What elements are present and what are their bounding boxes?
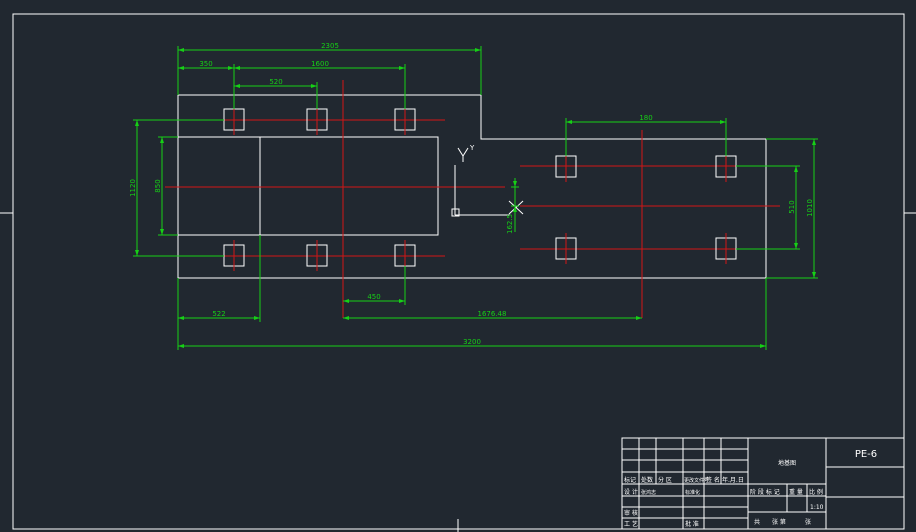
- dimension-lines: [133, 46, 818, 350]
- tb-stage-header: 阶 段 标 记: [750, 488, 780, 496]
- tb-approve-label: 批 准: [685, 520, 699, 528]
- tb-sheet-total: 共: [754, 518, 760, 526]
- dim-top-left-offset: 350: [199, 60, 212, 68]
- tb-standard: 标准化: [685, 489, 700, 496]
- dim-bottom-left: 522: [212, 310, 225, 318]
- drawing-number: PE-6: [855, 449, 877, 460]
- tb-design-label: 设 计: [624, 488, 638, 496]
- dim-bottom-mid: 450: [367, 293, 380, 301]
- dim-left-inner: 850: [154, 179, 162, 192]
- inner-recess[interactable]: [177, 136, 439, 236]
- ucs-icon: [451, 147, 524, 217]
- tb-header-0: 标记: [624, 476, 636, 484]
- tb-sheet-no: 张 第: [772, 518, 786, 526]
- tb-header-5: 年.月.日: [722, 476, 744, 484]
- dimension-arrows: [135, 48, 816, 348]
- tb-process-label: 工 艺: [624, 520, 638, 528]
- tb-header-4: 签 名: [706, 476, 720, 484]
- dim-top-inner: 520: [269, 78, 282, 86]
- dim-left-outer: 1120: [129, 179, 137, 197]
- dim-bottom-right: 1676.48: [478, 310, 507, 318]
- tb-weight-header: 重 量: [789, 488, 803, 496]
- tb-sheet-end: 张: [805, 518, 811, 526]
- dim-top-total: 2305: [321, 42, 339, 50]
- tb-header-1: 处数: [641, 476, 653, 484]
- tb-review-label: 审 核: [624, 509, 638, 517]
- tb-header-2: 分 区: [658, 476, 672, 484]
- center-lines: [165, 80, 780, 318]
- drawing-border: [12, 13, 905, 530]
- bolt-crosshairs: [233, 104, 727, 271]
- dim-top-span: 1600: [311, 60, 329, 68]
- title-block[interactable]: [621, 437, 905, 530]
- drawing-name: 地基图: [778, 459, 796, 467]
- tb-designer: 张鸿志: [641, 489, 656, 496]
- dim-right-top: 180: [639, 114, 652, 122]
- ucs-y-label: Y: [469, 144, 475, 152]
- drawing-scale: 1:10: [810, 504, 824, 511]
- tb-scale-header: 比 例: [809, 488, 823, 496]
- dimension-texts: 2305 350 1600 520 180 522 450 1676.48 32…: [129, 42, 814, 346]
- dim-center-offset: 162.5: [506, 214, 514, 234]
- dim-right-inner: 510: [788, 200, 796, 213]
- tb-header-3: 更改文件号: [684, 477, 709, 484]
- title-block-texts: PE-6 地基图 1:10 标记 处数 分 区 更改文件号 签 名 年.月.日 …: [624, 449, 877, 528]
- dim-bottom-total: 3200: [463, 338, 481, 346]
- dim-right-outer: 1010: [806, 199, 814, 217]
